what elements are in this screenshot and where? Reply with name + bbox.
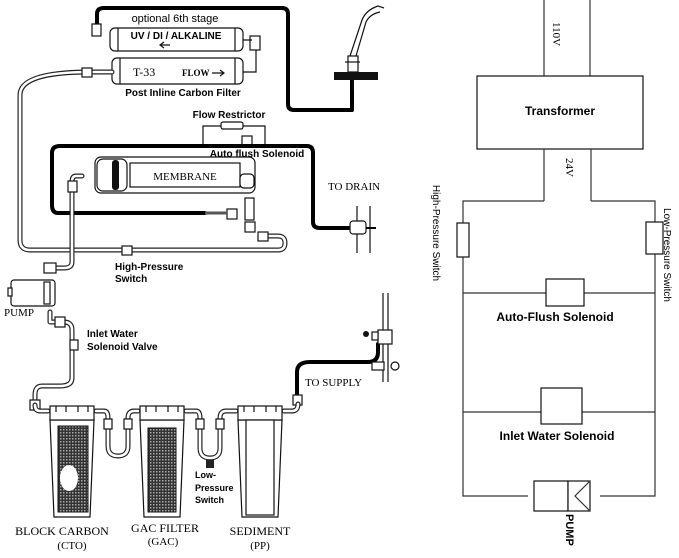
arrow-right-icon (212, 69, 225, 77)
fitting-icon (226, 208, 238, 220)
t33-label: T-33 (133, 65, 155, 79)
membrane-housing: MEMBRANE (94, 156, 256, 194)
inlet-label-2: Solenoid Valve (87, 342, 158, 353)
flow-restrictor-label: Flow Restrictor (193, 110, 266, 121)
fitting-icon (244, 221, 256, 233)
fitting-icon (91, 23, 102, 37)
plumbing-diagram: UV / DI / ALKALINE optional 6th stage T-… (4, 5, 400, 552)
block-carbon-filter (49, 405, 95, 518)
high-pressure-switch-icon (121, 245, 133, 256)
pump-icon (7, 279, 56, 307)
wiring-diagram: 110V Transformer 24V High-Pressure Switc… (430, 0, 672, 546)
faucet-icon (334, 5, 385, 90)
pump-wiring-label: PUMP (563, 514, 575, 546)
high-pressure-switch-label: High-Pressure Switch (430, 185, 441, 281)
to-drain-label: TO DRAIN (328, 181, 380, 193)
auto-flush-label: Auto flush Solenoid (210, 149, 304, 160)
input-voltage-label: 110V (550, 22, 562, 46)
uv-di-alkaline-filter: UV / DI / ALKALINE (109, 27, 244, 52)
fitting-icon (43, 262, 57, 274)
fitting-icon (249, 35, 261, 51)
post-filter-label: Post Inline Carbon Filter (125, 88, 241, 99)
low-pressure-label-1: Low- (195, 470, 216, 480)
transformer-box (476, 75, 644, 150)
sediment-filter (237, 405, 283, 518)
t33-post-carbon-filter: T-33 FLOW (111, 57, 244, 85)
fitting-icon (244, 197, 255, 221)
flow-restrictor-icon (220, 121, 244, 130)
inlet-water-solenoid-box (540, 387, 583, 425)
to-supply-label: TO SUPPLY (305, 377, 362, 389)
high-pressure-switch-box (456, 222, 470, 258)
fitting-icon (81, 67, 93, 78)
inlet-water-solenoid-label: Inlet Water Solenoid (500, 429, 615, 443)
supply-valve-icon (363, 293, 400, 382)
fitting-icon (257, 231, 269, 242)
sediment-label: SEDIMENT (230, 524, 291, 538)
product-tube (95, 6, 354, 112)
fitting-icon (195, 418, 205, 430)
auto-flush-solenoid-label: Auto-Flush Solenoid (496, 310, 613, 324)
high-pressure-label-2: Switch (115, 274, 147, 285)
low-pressure-label-2: Pressure (195, 483, 234, 493)
fitting-icon (123, 418, 133, 430)
pump-label: PUMP (4, 307, 34, 319)
block-carbon-label: BLOCK CARBON (15, 524, 109, 538)
fitting-icon (103, 418, 113, 430)
sediment-code: (PP) (250, 540, 270, 552)
flow-label: FLOW (182, 68, 210, 78)
low-pressure-switch-box (645, 221, 664, 255)
inlet-solenoid-valve-icon (69, 339, 79, 351)
high-pressure-label-1: High-Pressure (115, 262, 184, 273)
membrane-label: MEMBRANE (153, 171, 217, 183)
low-pressure-label-3: Switch (195, 495, 224, 505)
optional-stage-label: optional 6th stage (132, 13, 219, 25)
fitting-icon (67, 180, 78, 193)
low-pressure-switch-icon (206, 460, 214, 468)
arrow-left-icon (159, 41, 170, 49)
inlet-label-1: Inlet Water (87, 329, 138, 340)
transformer-label: Transformer (525, 104, 595, 118)
block-carbon-code: (CTO) (57, 540, 86, 552)
drain-saddle-icon (349, 206, 376, 253)
pump-symbol-icon (533, 480, 591, 512)
uv-filter-label: UV / DI / ALKALINE (131, 31, 222, 42)
auto-flush-solenoid-box (545, 278, 585, 307)
output-voltage-label: 24V (563, 158, 575, 177)
fitting-icon (54, 316, 66, 328)
gac-filter-label: GAC FILTER (131, 521, 199, 535)
low-pressure-switch-label: Low-Pressure Switch (661, 208, 672, 302)
fitting-icon (215, 418, 225, 430)
gac-filter-code: (GAC) (148, 536, 179, 548)
gac-filter (139, 405, 185, 518)
